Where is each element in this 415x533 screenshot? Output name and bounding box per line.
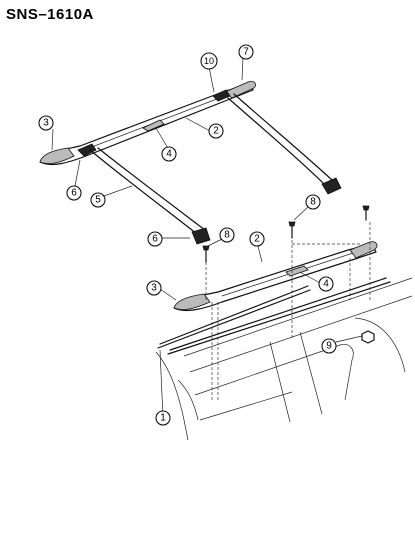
crossbar-rear: [227, 97, 325, 185]
svg-text:10: 10: [204, 56, 214, 66]
screw-center: [288, 221, 296, 239]
callout-6-upper: 6: [66, 185, 82, 201]
svg-text:3: 3: [151, 283, 157, 294]
end-cap-rear-upper: [224, 81, 256, 99]
crossbar-front-foot: [191, 227, 211, 245]
callout-4-lower: 4: [318, 276, 334, 292]
svg-text:4: 4: [323, 279, 329, 290]
leader-lines: [51, 56, 363, 419]
svg-text:3: 3: [43, 118, 49, 129]
callout-4-upper: 4: [161, 146, 177, 162]
svg-text:4: 4: [166, 149, 172, 160]
rail-support-lower: [285, 265, 309, 277]
diagram-id: SNS–1610A: [6, 6, 94, 23]
svg-text:2: 2: [213, 126, 219, 137]
callout-2-upper: 2: [208, 123, 224, 139]
callout-8-left: 8: [219, 227, 235, 243]
svg-text:7: 7: [243, 47, 249, 58]
rail-support-upper: [142, 119, 165, 132]
end-cap-front-upper: [39, 147, 75, 164]
nut: [361, 330, 375, 344]
callout-10: 10: [200, 52, 218, 70]
crossbar-rear-foot: [321, 177, 342, 195]
svg-text:8: 8: [224, 230, 230, 241]
callout-3-lower: 3: [146, 280, 162, 296]
roof-strip-outer: [157, 289, 311, 349]
callout-3-upper: 3: [38, 115, 54, 131]
end-cap-front-lower: [173, 293, 211, 310]
front-stanchion-upper: [77, 143, 97, 157]
svg-text:6: 6: [152, 234, 158, 245]
svg-text:8: 8: [310, 197, 316, 208]
screw-left: [202, 245, 210, 263]
callout-9: 9: [321, 338, 337, 354]
roof-strip-inner: [167, 281, 391, 355]
svg-text:6: 6: [71, 188, 77, 199]
svg-text:5: 5: [95, 195, 101, 206]
callout-5: 5: [90, 192, 106, 208]
svg-text:1: 1: [160, 413, 166, 424]
screw-right: [362, 205, 370, 221]
callout-8-right: 8: [305, 194, 321, 210]
lower-rack-assembly: [155, 205, 413, 441]
end-cap-rear-lower: [349, 241, 378, 259]
svg-text:9: 9: [326, 341, 332, 352]
rear-stanchion-upper: [212, 89, 231, 102]
callout-2-lower: 2: [249, 231, 265, 247]
svg-text:2: 2: [254, 234, 260, 245]
callout-1: 1: [155, 410, 171, 426]
callout-7: 7: [238, 44, 254, 60]
crossbar-front: [89, 149, 198, 235]
upper-rack-assembly: [39, 81, 342, 245]
callout-6-lower: 6: [147, 231, 163, 247]
